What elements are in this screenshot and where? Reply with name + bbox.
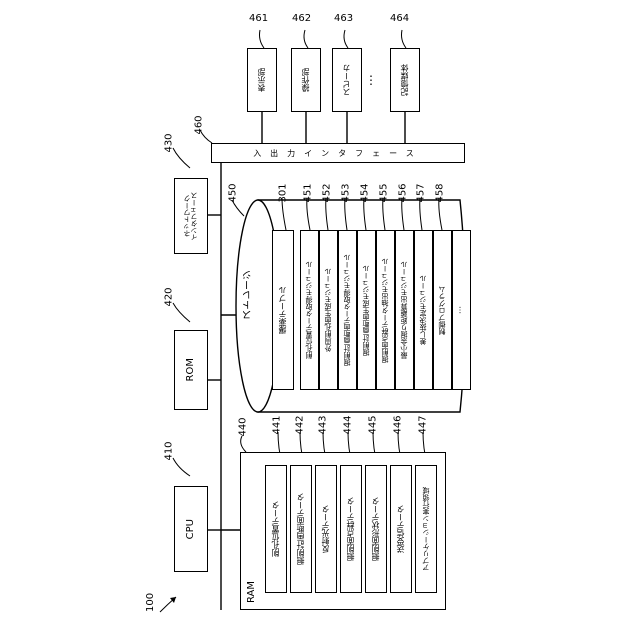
rom-ref: 420 bbox=[165, 287, 175, 306]
storage-item-label: 掘削計画断面データ取得モジュール bbox=[344, 254, 351, 366]
ref-461-leader bbox=[260, 30, 265, 48]
rom-block: ROM bbox=[174, 330, 208, 410]
device-label: スピーカ bbox=[343, 64, 351, 96]
storage-item: 最小余掘り距離算出モジュール bbox=[395, 230, 414, 390]
storage-item-label: 掘削計画断面生成モジュール bbox=[363, 265, 370, 356]
device-label: 操作部 bbox=[302, 68, 310, 92]
ram-item: 削孔位置データ bbox=[265, 465, 287, 593]
ram-item: 掘削面点群データ bbox=[340, 465, 362, 593]
rom-label: ROM bbox=[186, 358, 196, 381]
storage-item: 掘削面点群データ抽出モジュール bbox=[376, 230, 395, 390]
ram-item-ref: 442 bbox=[296, 415, 306, 434]
ram-item-label: 掘削計画断面データ bbox=[297, 493, 305, 565]
storage-item: 削孔位置データ取得モジュール bbox=[300, 230, 319, 390]
device-display-block: 表示部 bbox=[247, 48, 277, 112]
ram-item: 掘削計画断面データ bbox=[290, 465, 312, 593]
devices-ellipsis: ⋮ bbox=[365, 74, 377, 86]
ref-462-leader bbox=[304, 30, 308, 48]
storage-item-label: 掘削面点群データ抽出モジュール bbox=[382, 258, 389, 363]
ram-item-ref: 443 bbox=[319, 415, 329, 434]
storage-item-ref: 455 bbox=[380, 183, 390, 202]
ram-ref: 440 bbox=[239, 417, 249, 436]
ram-block: RAM 削孔位置データ 掘削計画断面データ 反射光データ 掘削面点群データ 掘削… bbox=[240, 452, 446, 610]
ram-item-ref: 444 bbox=[344, 415, 354, 434]
device-ref: 461 bbox=[249, 14, 268, 24]
cpu-ref: 410 bbox=[165, 441, 175, 460]
device-operation-block: 操作部 bbox=[291, 48, 321, 112]
storage-item-label: 削孔位置データ取得モジュール bbox=[306, 261, 313, 359]
cpu-block: CPU bbox=[174, 486, 208, 572]
ram-item: アプリケーション実行領域 bbox=[415, 465, 437, 593]
storage-items: 爆薬テーブル 削孔位置データ取得モジュール 外周削孔面生成モジュール 掘削計画断… bbox=[272, 230, 471, 390]
ram-item-label: 反射光データ bbox=[322, 505, 330, 553]
ram-item-ref: 441 bbox=[273, 415, 283, 434]
device-storage-medium-block: 記憶媒体 bbox=[390, 48, 420, 112]
figure-ref-100: 100 bbox=[146, 593, 156, 612]
ram-item-label: 送受信データ bbox=[397, 505, 405, 553]
ref-440-leader bbox=[241, 436, 246, 452]
storage-label: ストレージ bbox=[244, 270, 254, 320]
ram-item-ref: 445 bbox=[369, 415, 379, 434]
storage-item-label: 外周削孔面生成モジュール bbox=[325, 268, 332, 352]
device-ref: 463 bbox=[334, 14, 353, 24]
ram-item-label: 削孔位置データ bbox=[272, 501, 280, 557]
io-interface-label: 入出力インタフェース bbox=[253, 148, 423, 159]
storage-item: 差し抜決定モジュール bbox=[414, 230, 433, 390]
ref-463-leader bbox=[344, 30, 348, 48]
storage-item-ref: 458 bbox=[436, 183, 446, 202]
device-label: 記憶媒体 bbox=[401, 64, 409, 96]
ram-item-ref: 447 bbox=[419, 415, 429, 434]
storage-item: 外周削孔面生成モジュール bbox=[319, 230, 338, 390]
storage-item-label: 差し抜決定モジュール bbox=[420, 275, 427, 345]
storage-item-label: 爆薬テーブル bbox=[279, 286, 287, 334]
network-interface-ref: 430 bbox=[165, 133, 175, 152]
network-interface-label-2: インタフェース bbox=[191, 192, 198, 241]
ram-label: RAM bbox=[247, 581, 257, 603]
storage-item: 掘削計画断面データ取得モジュール bbox=[338, 230, 357, 390]
ram-item: 送受信データ bbox=[390, 465, 412, 593]
ram-item: 反射光データ bbox=[315, 465, 337, 593]
network-interface-block: ネットワーク インタフェース bbox=[174, 178, 208, 254]
ram-item-label: アプリケーション実行領域 bbox=[423, 487, 430, 571]
storage-item-ref: 454 bbox=[361, 183, 371, 202]
storage-item-ref: 456 bbox=[399, 183, 409, 202]
storage-ref: 450 bbox=[229, 183, 239, 202]
storage-item-ref: 453 bbox=[342, 183, 352, 202]
storage-item: 爆薬テーブル bbox=[272, 230, 294, 390]
storage-item: 掘削計画断面生成モジュール bbox=[357, 230, 376, 390]
storage-item-label: 最小余掘り距離算出モジュール bbox=[401, 261, 408, 359]
cpu-label: CPU bbox=[186, 519, 196, 539]
ref-430-leader bbox=[173, 148, 190, 168]
device-ref: 462 bbox=[292, 14, 311, 24]
ram-item: 掘削面形状データ bbox=[365, 465, 387, 593]
device-ref: 464 bbox=[390, 14, 409, 24]
storage-item-label: … bbox=[458, 306, 466, 314]
ram-items: 削孔位置データ 掘削計画断面データ 反射光データ 掘削面点群データ 掘削面形状デ… bbox=[265, 465, 437, 593]
storage-item-ref: 451 bbox=[304, 183, 314, 202]
io-interface-block: 入出力インタフェース bbox=[211, 143, 465, 163]
io-interface-ref: 460 bbox=[195, 115, 205, 134]
storage-item-ref: 301 bbox=[279, 183, 289, 202]
storage-item-ref: 452 bbox=[323, 183, 333, 202]
ram-item-label: 掘削面形状データ bbox=[372, 497, 380, 561]
device-label: 表示部 bbox=[258, 68, 266, 92]
storage-item-ref: 457 bbox=[417, 183, 427, 202]
storage-item: 制御プログラム bbox=[433, 230, 452, 390]
ref-410-leader bbox=[173, 458, 190, 476]
device-speaker-block: スピーカ bbox=[332, 48, 362, 112]
ref-420-leader bbox=[173, 303, 190, 322]
ram-item-label: 掘削面点群データ bbox=[347, 497, 355, 561]
storage-item-label: 制御プログラム bbox=[439, 286, 446, 335]
ref-464-leader bbox=[402, 30, 407, 48]
storage-item: … bbox=[452, 230, 471, 390]
ram-item-ref: 446 bbox=[394, 415, 404, 434]
